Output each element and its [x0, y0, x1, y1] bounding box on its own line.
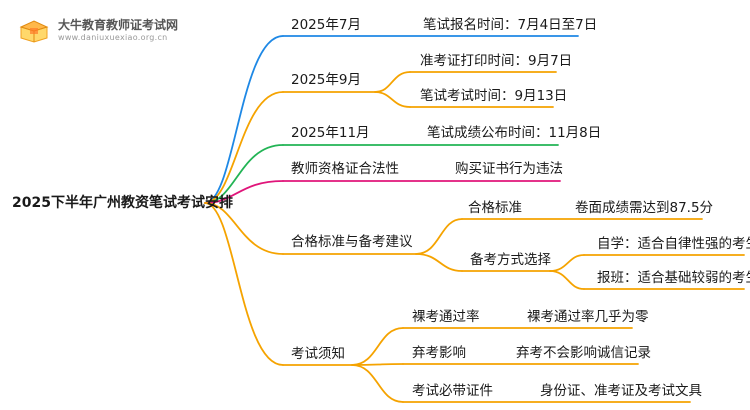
node-notes-docs-detail: 身份证、准考证及考试文具	[540, 383, 702, 399]
logo-icon	[19, 20, 49, 43]
link-root-legal	[204, 180, 284, 204]
link-root-nov	[204, 144, 284, 204]
node-notes: 考试须知	[291, 346, 345, 362]
node-notes-pass: 裸考通过率	[412, 309, 480, 325]
link-root-prep	[204, 202, 284, 255]
node-notes-abandon-detail: 弃考不会影响诚信记录	[516, 345, 651, 361]
node-prep-standard-detail: 卷面成绩需达到87.5分	[575, 200, 714, 216]
node-prep-standard: 合格标准	[468, 200, 522, 216]
node-sep: 2025年9月	[291, 72, 361, 88]
brand-url: www.daniuxuexiao.org.cn	[58, 33, 168, 42]
node-legal-detail: 购买证书行为违法	[455, 161, 563, 177]
node-sep-detail1: 准考证打印时间：9月7日	[420, 53, 573, 69]
node-nov-detail: 笔试成绩公布时间：11月8日	[427, 125, 602, 141]
link-root-jul	[204, 35, 284, 204]
root-node: 2025下半年广州教资笔试考试安排	[12, 195, 233, 211]
brand-name: 大牛教育教师证考试网	[58, 18, 179, 32]
node-notes-pass-detail: 裸考通过率几乎为零	[527, 309, 649, 325]
node-prep: 合格标准与备考建议	[291, 234, 413, 250]
node-prep-method-self: 自学：适合自律性强的考生	[597, 236, 750, 252]
node-legal: 教师资格证合法性	[291, 161, 399, 177]
node-sep-detail2: 笔试考试时间：9月13日	[420, 88, 568, 104]
node-notes-docs: 考试必带证件	[412, 383, 493, 399]
link-root-notes	[204, 202, 284, 366]
node-notes-abandon: 弃考影响	[412, 345, 466, 361]
node-prep-method: 备考方式选择	[470, 252, 551, 268]
node-jul-detail: 笔试报名时间：7月4日至7日	[423, 17, 598, 33]
node-jul: 2025年7月	[291, 17, 361, 33]
link-root-sep	[204, 91, 284, 204]
node-nov: 2025年11月	[291, 125, 370, 141]
node-prep-method-class: 报班：适合基础较弱的考生	[597, 270, 750, 286]
